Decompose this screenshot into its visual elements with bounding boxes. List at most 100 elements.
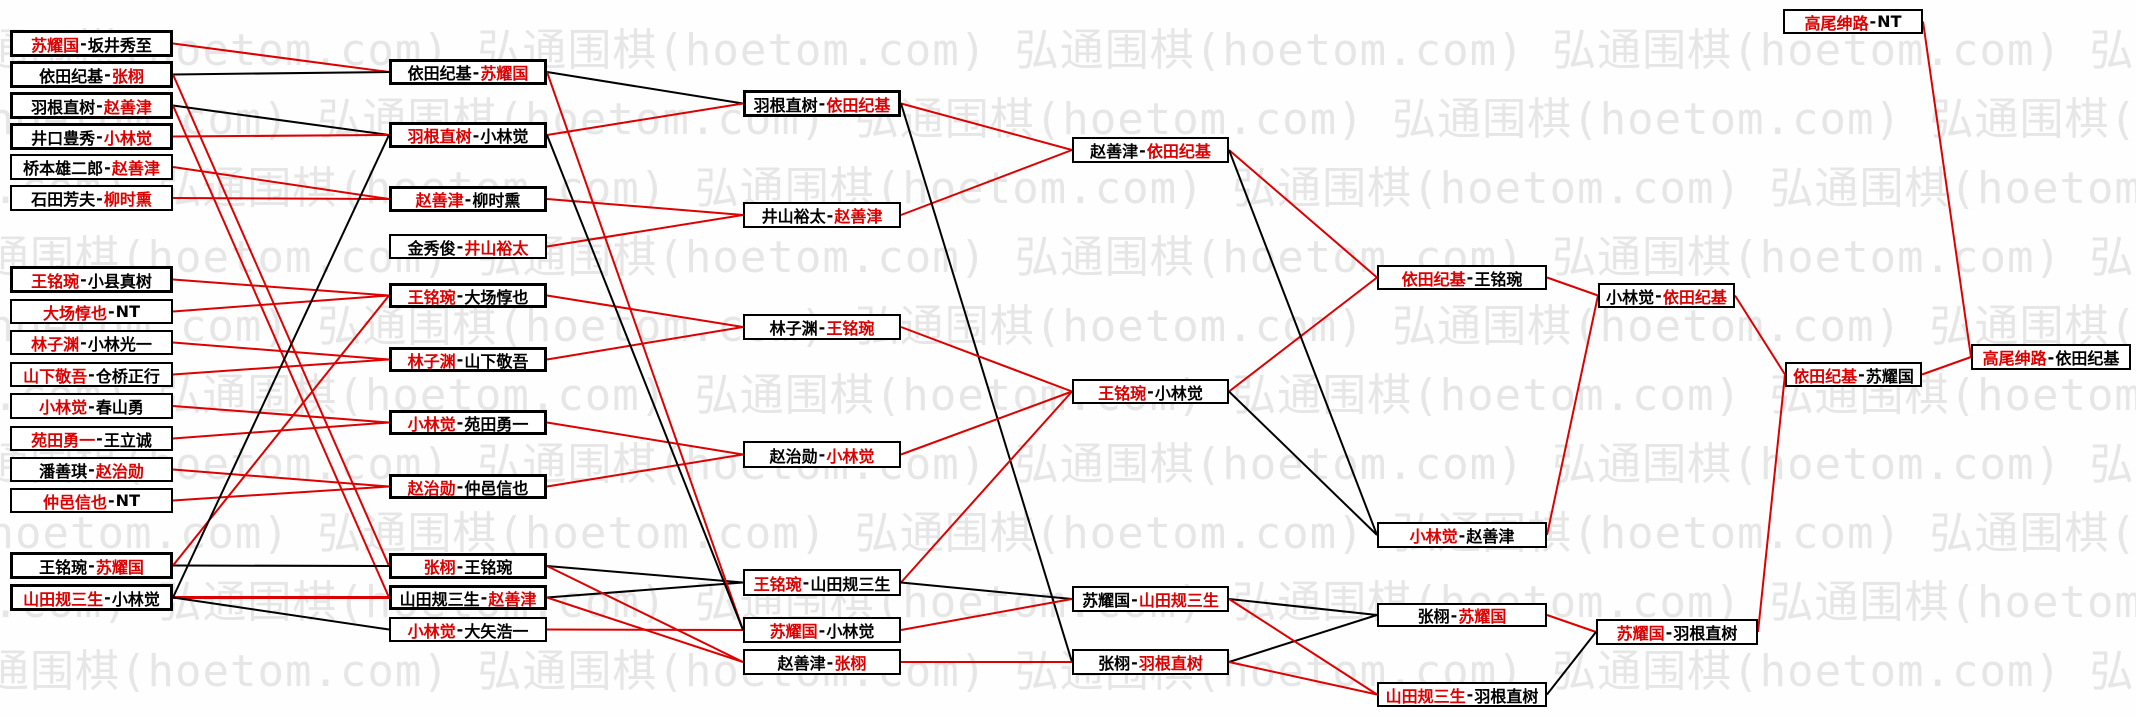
match-box-D4[interactable]: 张栩-羽根直树 <box>1072 649 1229 675</box>
bracket-line-A15-B9 <box>172 564 390 567</box>
match-box-B5[interactable]: 王铭琬-大场惇也 <box>389 283 547 308</box>
match-box-E4[interactable]: 山田规三生-羽根直树 <box>1377 682 1547 707</box>
left-player-name: 金秀俊 <box>407 238 456 258</box>
match-box-A13[interactable]: 潘善琪-赵治勋 <box>10 457 173 482</box>
match-box-E2[interactable]: 小林觉-赵善津 <box>1377 522 1547 548</box>
name-separator: - <box>1466 685 1474 704</box>
name-separator: - <box>1466 268 1474 287</box>
left-player-name: 苏耀国 <box>31 35 80 55</box>
left-player-name: 赵善津 <box>415 191 464 210</box>
right-player-name: 坂井秀至 <box>87 35 152 55</box>
match-box-A6[interactable]: 石田芳夫-柳时熏 <box>10 185 173 211</box>
match-box-F1[interactable]: 小林觉-依田纪基 <box>1598 283 1735 308</box>
match-box-A8[interactable]: 大场惇也-NT <box>10 299 173 324</box>
bracket-line-A11-B7 <box>172 405 390 424</box>
match-box-B1[interactable]: 依田纪基-苏耀国 <box>389 59 547 85</box>
name-separator: - <box>96 188 103 208</box>
match-box-A12[interactable]: 苑田勇一-王立诚 <box>10 426 173 451</box>
name-separator: - <box>108 302 115 321</box>
match-box-B9[interactable]: 张栩-王铭琬 <box>389 553 547 579</box>
match-box-D3[interactable]: 苏耀国-山田规三生 <box>1072 586 1229 612</box>
name-separator: - <box>456 286 464 305</box>
match-box-A9[interactable]: 林子渊-小林光一 <box>10 330 173 355</box>
left-player-name: 林子渊 <box>31 334 80 354</box>
right-player-name: 仲邑信也 <box>464 478 529 498</box>
match-box-E3[interactable]: 张栩-苏耀国 <box>1377 603 1547 627</box>
match-box-C3[interactable]: 林子渊-王铭琬 <box>743 314 901 340</box>
bracket-line-C2-D1 <box>900 149 1073 216</box>
match-box-A7[interactable]: 王铭琬-小县真树 <box>10 266 173 293</box>
match-box-C1[interactable]: 羽根直树-依田纪基 <box>743 90 901 117</box>
match-box-C5[interactable]: 王铭琬-山田规三生 <box>743 569 901 596</box>
match-box-B7[interactable]: 小林觉-苑田勇一 <box>389 410 547 435</box>
match-box-E1[interactable]: 依田纪基-王铭琬 <box>1377 265 1547 290</box>
left-player-name: 石田芳夫 <box>31 190 96 209</box>
name-separator: - <box>1131 589 1138 609</box>
bracket-line-A4-B2 <box>172 134 390 138</box>
match-box-G2[interactable]: 高尾绅路-NT <box>1783 9 1923 34</box>
left-player-name: 赵善津 <box>1090 142 1139 161</box>
right-player-name: 赵善津 <box>1466 527 1515 546</box>
match-box-A2[interactable]: 依田纪基-张栩 <box>10 61 173 88</box>
right-player-name: 羽根直树 <box>1673 624 1738 643</box>
match-box-G1[interactable]: 依田纪基-苏耀国 <box>1785 362 1922 387</box>
match-box-A10[interactable]: 山下敬吾-仓桥正行 <box>10 362 173 387</box>
match-box-A15[interactable]: 王铭琬-苏耀国 <box>10 552 173 579</box>
match-box-H1[interactable]: 高尾绅路-依田纪基 <box>1971 344 2131 370</box>
left-player-name: 王铭琬 <box>407 287 456 307</box>
match-box-D1[interactable]: 赵善津-依田纪基 <box>1072 137 1229 163</box>
bracket-line-B6-C3 <box>546 326 744 361</box>
bracket-line-D2-E2 <box>1228 390 1378 536</box>
match-box-C6[interactable]: 苏耀国-小林觉 <box>743 617 901 643</box>
right-player-name: 赵善津 <box>834 207 883 226</box>
match-box-F2[interactable]: 苏耀国-羽根直树 <box>1596 619 1758 645</box>
left-player-name: 苑田勇一 <box>31 430 96 450</box>
bracket-line-A2-B1 <box>172 71 390 76</box>
name-separator: - <box>802 573 810 592</box>
right-player-name: 小林光一 <box>87 334 152 354</box>
bracket-line-B9-C7 <box>546 565 744 663</box>
match-box-B6[interactable]: 林子渊-山下敬吾 <box>389 347 547 372</box>
match-box-B10[interactable]: 山田规三生-赵善津 <box>389 585 547 610</box>
name-separator: - <box>1139 140 1146 160</box>
left-player-name: 张栩 <box>1417 607 1450 626</box>
match-box-B8[interactable]: 赵治勋-仲邑信也 <box>389 474 547 499</box>
left-player-name: 山田规三生 <box>399 589 480 609</box>
name-separator: - <box>818 317 826 337</box>
match-box-D2[interactable]: 王铭琬-小林觉 <box>1072 379 1229 404</box>
bracket-line-C5-D3 <box>900 581 1073 600</box>
right-player-name: 柳时熏 <box>472 191 521 210</box>
bracket-line-D1-E1 <box>1228 149 1378 279</box>
name-separator: - <box>1858 365 1865 384</box>
left-player-name: 井口豊秀 <box>31 128 96 148</box>
match-box-A11[interactable]: 小林觉-春山勇 <box>10 393 173 419</box>
name-separator: - <box>1450 605 1458 625</box>
match-box-B3[interactable]: 赵善津-柳时熏 <box>389 186 547 212</box>
match-box-C2[interactable]: 井山裕太-赵善津 <box>743 202 901 228</box>
bracket-line-A3-B2 <box>172 104 390 136</box>
name-separator: - <box>104 157 111 177</box>
match-box-B2[interactable]: 羽根直树-小林觉 <box>389 122 547 148</box>
match-box-C7[interactable]: 赵善津-张栩 <box>743 649 901 675</box>
match-box-A4[interactable]: 井口豊秀-小林觉 <box>10 123 173 150</box>
bracket-line-F1-G1 <box>1734 294 1786 376</box>
match-box-A14[interactable]: 仲邑信也-NT <box>10 488 173 513</box>
match-box-B4[interactable]: 金秀俊-井山裕太 <box>389 234 547 259</box>
bracket-line-B11-C6 <box>546 628 744 631</box>
right-player-name: 依田纪基 <box>1662 287 1727 307</box>
name-separator: - <box>480 588 488 607</box>
name-separator: - <box>456 556 464 576</box>
match-box-C4[interactable]: 赵治勋-小林觉 <box>743 441 901 468</box>
match-box-A1[interactable]: 苏耀国-坂井秀至 <box>10 30 173 57</box>
match-box-A16[interactable]: 山田规三生-小林觉 <box>10 584 173 611</box>
match-box-A3[interactable]: 羽根直树-赵善津 <box>10 92 173 119</box>
right-player-name: 赵治勋 <box>95 461 144 481</box>
right-player-name: 苏耀国 <box>95 557 144 577</box>
bracket-line-C5-D2 <box>900 390 1073 584</box>
match-box-B11[interactable]: 小林觉-大矢浩一 <box>389 617 547 642</box>
bracket-line-E3-F2 <box>1546 614 1597 633</box>
bracket-line-C6-D3 <box>900 598 1073 631</box>
left-player-name: 羽根直树 <box>753 95 818 115</box>
bracket-line-B9-C5 <box>546 565 744 584</box>
match-box-A5[interactable]: 桥本雄二郎-赵善津 <box>10 154 173 180</box>
